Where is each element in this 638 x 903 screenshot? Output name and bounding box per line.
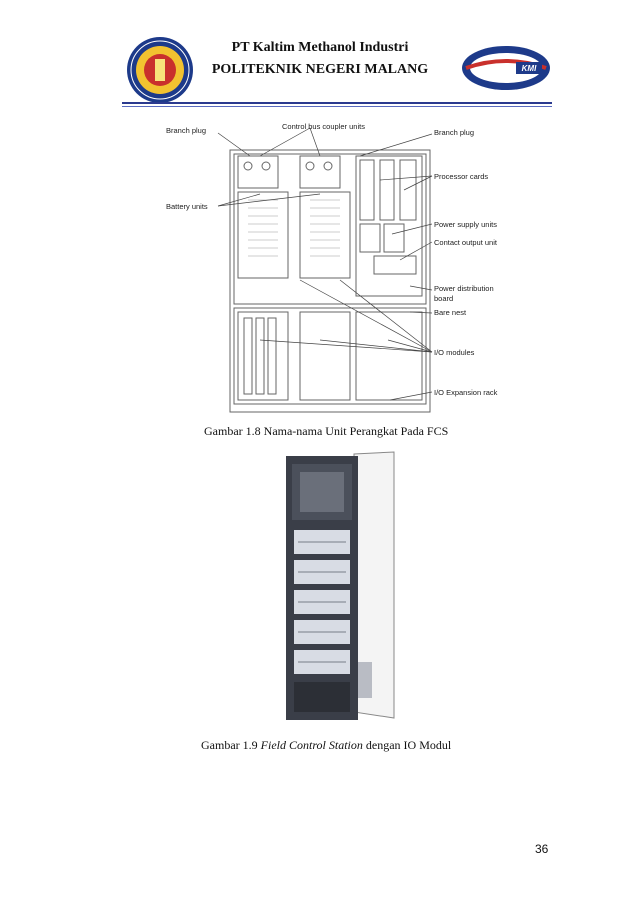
header-rule-thin [122, 106, 552, 107]
label-power-supply-units: Power supply units [434, 220, 497, 229]
figure-1-9-caption: Gambar 1.9 Field Control Station dengan … [201, 738, 451, 753]
label-branch-plug-left: Branch plug [166, 126, 207, 135]
label-power-distribution-board: board [434, 294, 454, 303]
figure-1-8-caption: Gambar 1.8 Nama-nama Unit Perangkat Pada… [204, 424, 449, 438]
university-seal-logo [125, 35, 195, 105]
kmi-logo: KMI [460, 44, 552, 92]
label-control-bus-coupler: Control bus coupler units [282, 122, 365, 131]
figure-1-9-caption-prefix: Gambar 1.9 [201, 738, 261, 752]
header-title-line1: PT Kaltim Methanol Industri [231, 40, 409, 55]
label-bare-nest: Bare nest [434, 308, 467, 317]
page-number: 36 [535, 842, 549, 856]
header-rule-thick [122, 102, 552, 104]
fcs-unit-diagram: Branch plug Control bus coupler units Br… [160, 120, 520, 420]
label-contact-output-unit: Contact output unit [434, 238, 497, 247]
label-io-expansion-rack: I/O Expansion rack [434, 388, 498, 397]
fcs-cabinet-photo [282, 450, 402, 722]
label-battery-units: Battery units [166, 202, 208, 211]
label-io-modules: I/O modules [434, 348, 475, 357]
header-title-line2: POLITEKNIK NEGERI MALANG [211, 62, 429, 77]
label-processor-cards: Processor cards [434, 172, 489, 181]
figure-1-9-caption-italic: Field Control Station [260, 738, 363, 752]
label-power-distribution: Power distribution [434, 284, 494, 293]
label-branch-plug-right: Branch plug [434, 128, 475, 137]
kmi-logo-text: KMI [522, 64, 537, 73]
figure-1-9-caption-suffix: dengan IO Modul [362, 738, 452, 752]
